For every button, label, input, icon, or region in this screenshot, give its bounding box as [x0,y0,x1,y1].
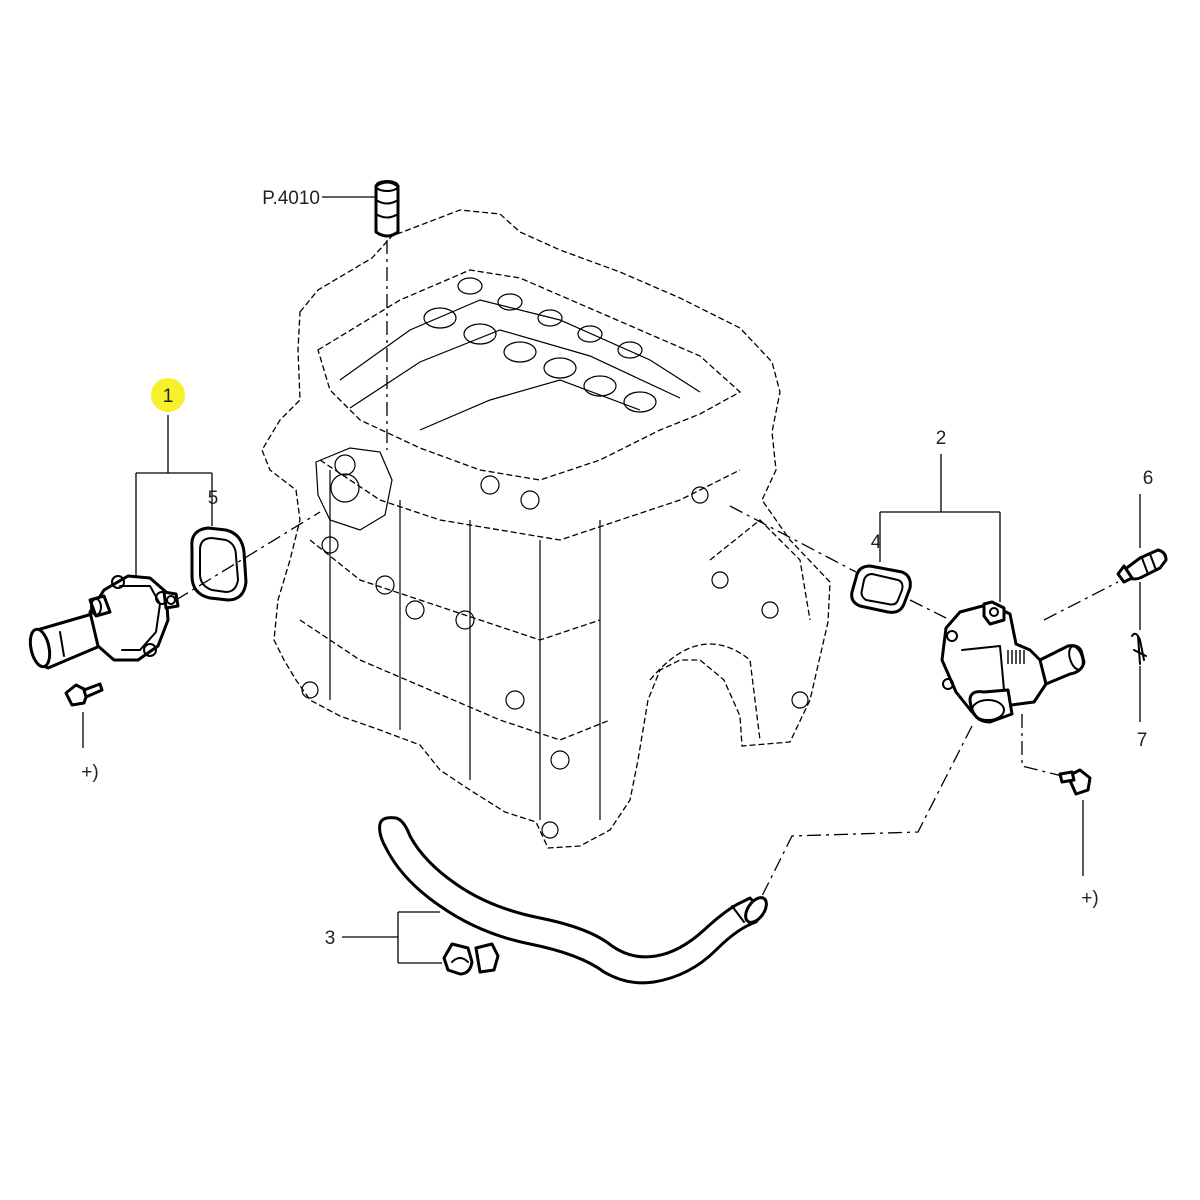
callout-4[interactable]: 4 [871,532,882,553]
bolt-left [64,682,104,707]
thermostat-housing [28,574,180,670]
hose-clip [442,942,500,976]
page-reference[interactable]: P.4010 [262,188,320,209]
block-bosses [301,454,709,839]
gasket-left [190,526,248,602]
highlight-marker [151,378,185,412]
callout-7[interactable]: 7 [1137,730,1148,751]
axis-gasket-right [729,505,857,573]
axis-hose [759,725,973,901]
fastener-label-right: +) [1081,888,1098,909]
axis-water-outlet [909,599,947,619]
engine-block [261,209,831,849]
callout-3[interactable]: 3 [325,928,336,949]
sensor-clip [1131,632,1147,665]
callout-6[interactable]: 6 [1143,468,1154,489]
coolant-hose [378,816,768,985]
callout-5[interactable]: 5 [208,488,219,509]
axis-bolt-right [1021,714,1063,777]
pipe-fitting [374,180,400,238]
fastener-label-left: +) [81,762,98,783]
bracket-3 [342,911,442,964]
camshaft-detail [423,277,657,413]
gasket-right [850,564,912,614]
water-outlet [940,600,1086,724]
bracket-2 [879,454,1001,602]
temp-sensor [1116,548,1168,584]
bracket-1 [135,415,213,578]
callout-1[interactable]: 1 [163,386,174,407]
axis-thermostat [175,511,321,601]
callout-2[interactable]: 2 [936,428,947,449]
axis-sensor [1043,581,1119,621]
bolt-right [1058,768,1092,796]
